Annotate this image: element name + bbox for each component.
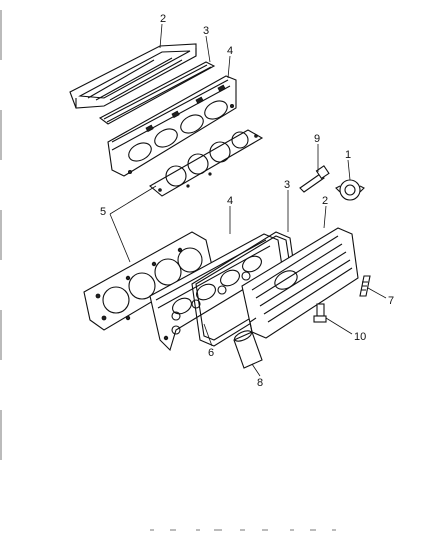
valve-cover-gasket-top — [98, 61, 216, 125]
dowel-sleeve — [233, 330, 263, 369]
callout-6: 6 — [208, 347, 214, 359]
callout-2: 2 — [322, 195, 328, 207]
head-gasket-top — [149, 129, 264, 197]
oil-filler-cap — [335, 179, 365, 201]
cylinder-head — [149, 233, 283, 352]
callout-3-top: 3 — [203, 25, 209, 37]
callout-3: 3 — [284, 179, 290, 191]
valve-cover-top — [69, 43, 197, 109]
bolt — [313, 303, 327, 323]
head-bolt — [299, 165, 330, 193]
callout-4-top: 4 — [227, 45, 233, 57]
callout-8: 8 — [257, 377, 263, 389]
callout-labels: 2 3 4 9 1 5 4 3 2 7 10 6 8 — [100, 13, 394, 389]
callout-10: 10 — [354, 331, 366, 343]
leader-lines — [109, 23, 387, 377]
callout-5: 5 — [100, 206, 106, 218]
callout-9: 9 — [314, 133, 320, 145]
callout-7: 7 — [388, 295, 394, 307]
callout-1: 1 — [345, 149, 351, 161]
callout-4: 4 — [227, 195, 233, 207]
stud — [359, 275, 371, 297]
callout-2-top: 2 — [160, 13, 166, 25]
cylinder-head-top — [107, 75, 237, 177]
